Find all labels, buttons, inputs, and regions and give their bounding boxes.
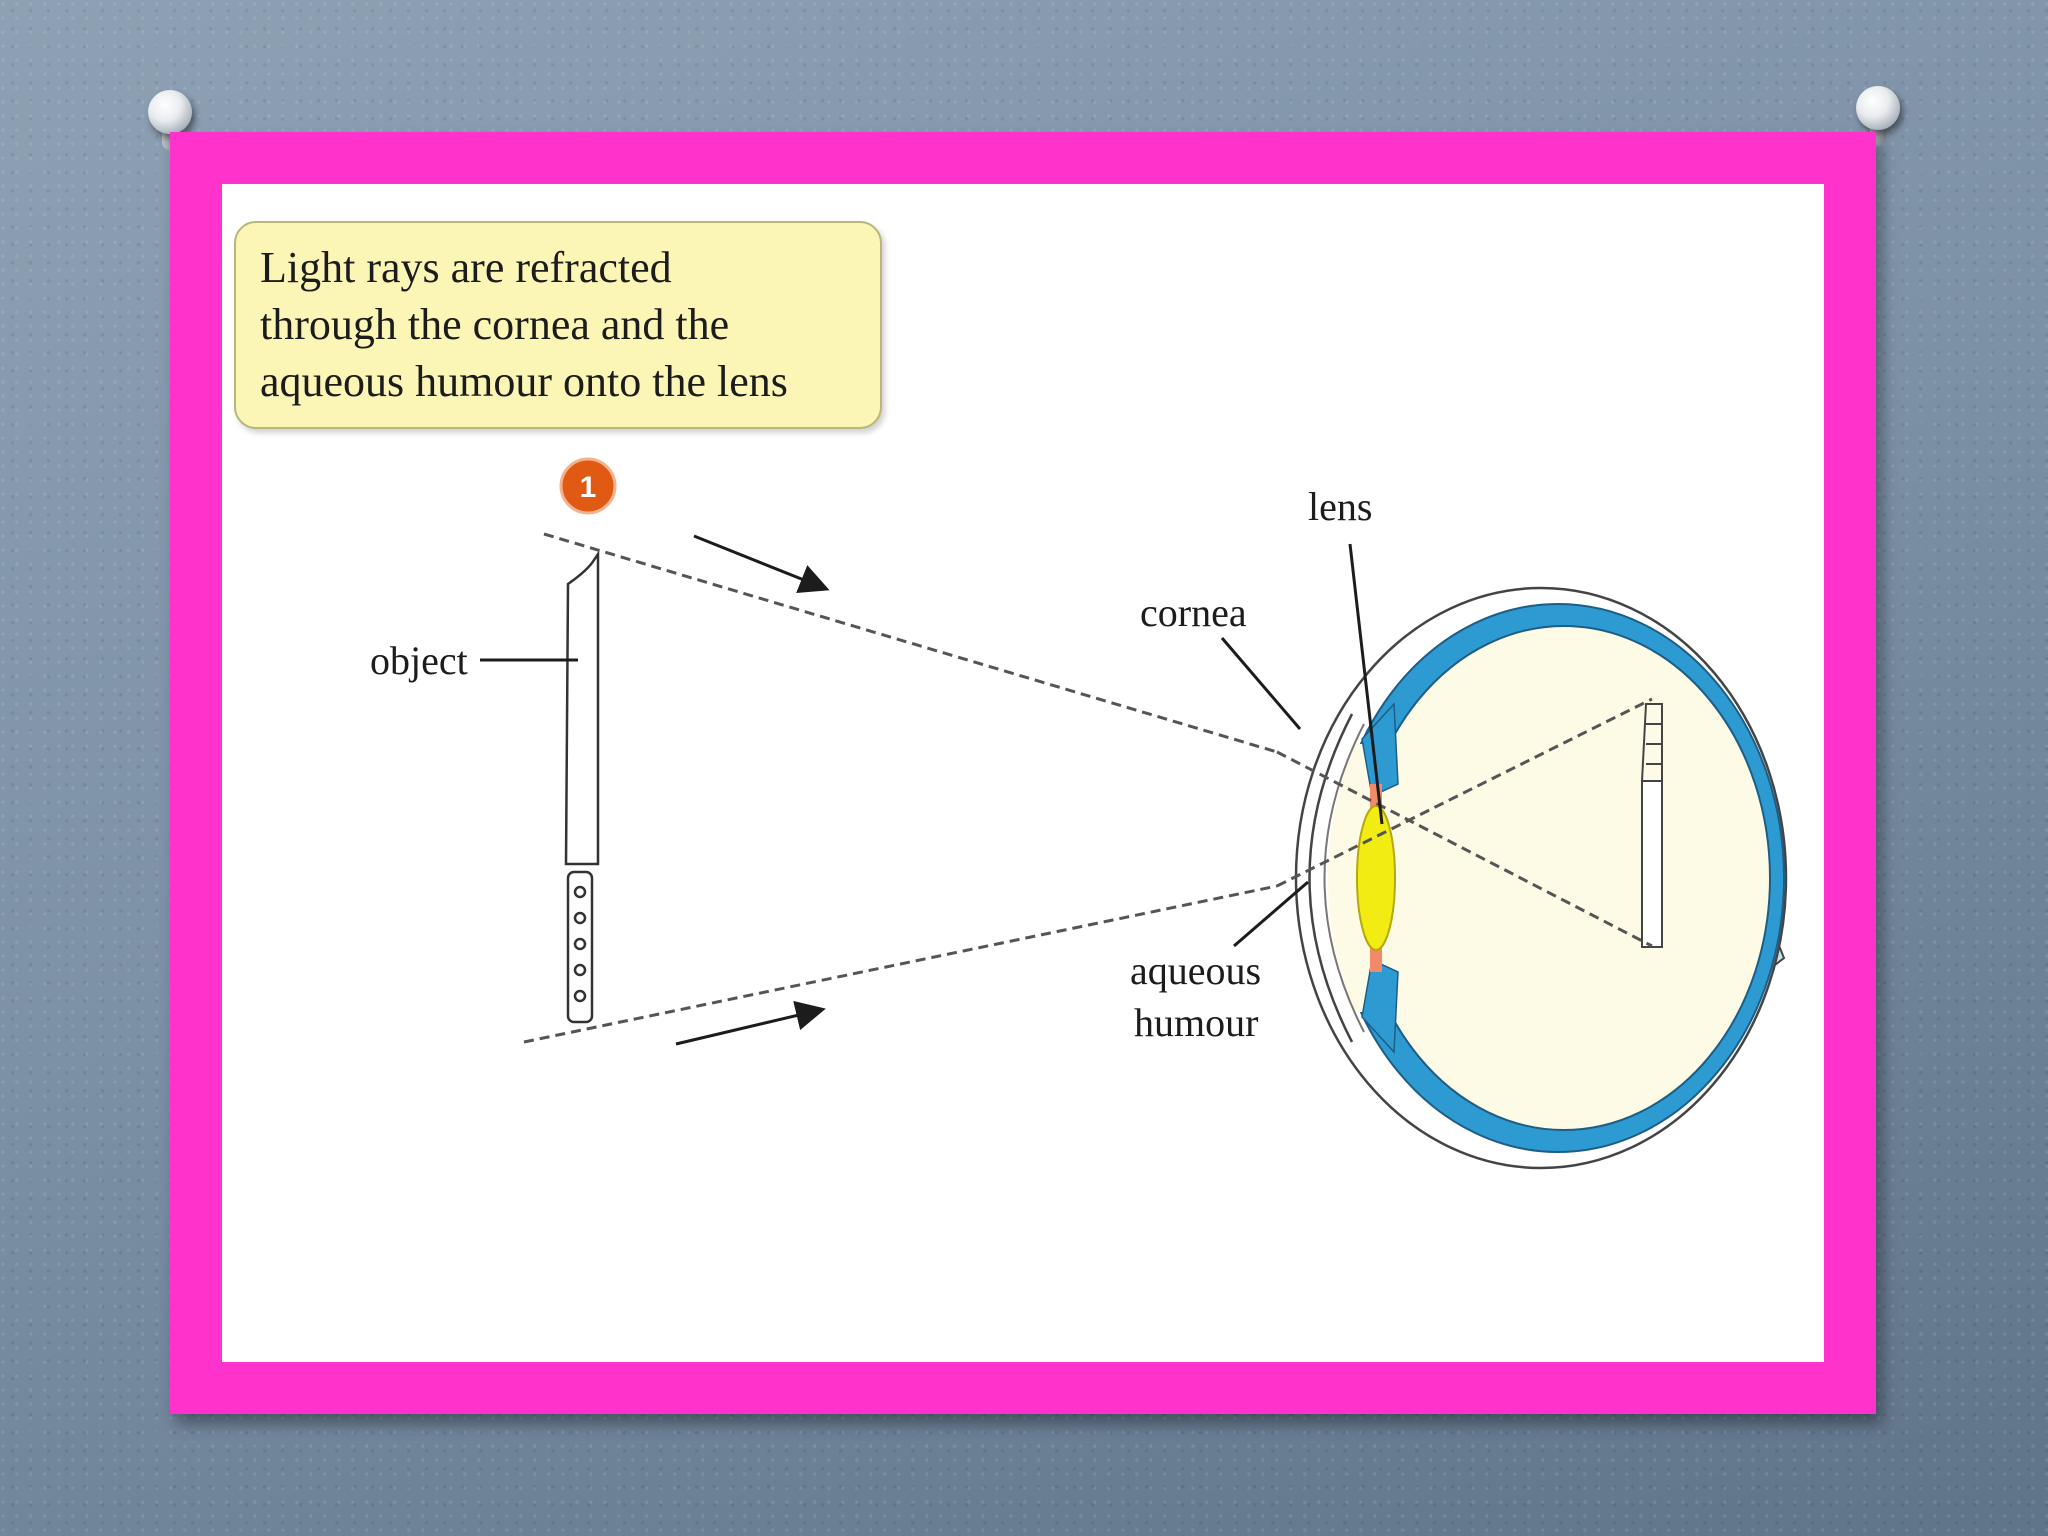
diagram-panel: Light rays are refracted through the cor… bbox=[222, 184, 1824, 1362]
label-object: object bbox=[370, 638, 468, 683]
label-aqueous-line1: aqueous bbox=[1130, 948, 1261, 993]
ray-direction-arrow bbox=[693, 534, 830, 594]
label-aqueous-line2: humour bbox=[1134, 1000, 1258, 1045]
callout-box: Light rays are refracted through the cor… bbox=[234, 221, 882, 429]
eye-drawing bbox=[1294, 586, 1788, 1170]
step-badge: 1 bbox=[559, 457, 617, 515]
ray-direction-arrow bbox=[675, 1000, 826, 1046]
slide-frame: Light rays are refracted through the cor… bbox=[170, 132, 1876, 1414]
object-drawing bbox=[564, 549, 600, 1024]
svg-text:1: 1 bbox=[580, 471, 597, 504]
label-cornea: cornea bbox=[1140, 590, 1247, 635]
label-leader-lines bbox=[480, 543, 1384, 948]
pushpin-icon bbox=[148, 90, 192, 150]
eye-refraction-diagram: 1 bbox=[370, 457, 1788, 1170]
light-rays bbox=[523, 532, 1653, 1044]
label-lens: lens bbox=[1308, 484, 1372, 529]
pushpin-icon bbox=[1856, 86, 1900, 146]
